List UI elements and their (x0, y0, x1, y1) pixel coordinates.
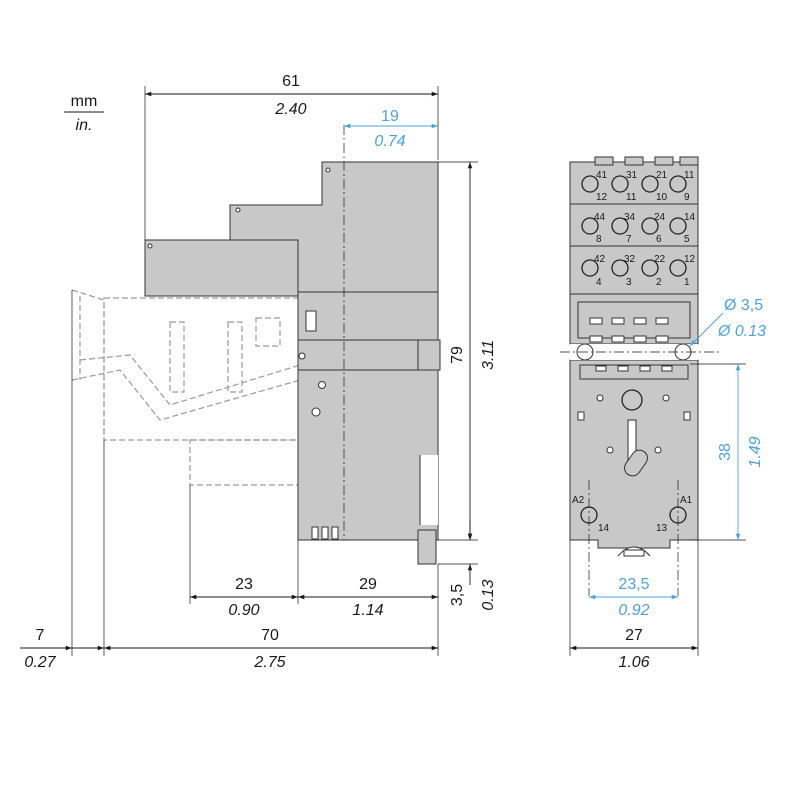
dim-3-11: 3.11 (480, 340, 497, 370)
dim-0-27: 0.27 (24, 654, 56, 671)
relay-ghost-outline (71, 289, 301, 486)
pin-21: 21 (656, 170, 668, 181)
pin-32: 32 (624, 254, 636, 265)
units-legend: mm in. (64, 93, 104, 134)
dim-lower: 23 0.90 29 1.14 (189, 485, 439, 619)
dim-overall: 7 0.27 70 2.75 (20, 290, 439, 671)
pin-row-1: 41 31 21 11 12 11 10 9 (581, 170, 695, 203)
dim-2-75: 2.75 (253, 654, 285, 671)
dim-3-5: 3,5 (449, 584, 466, 606)
dim-hole-spacing-h: 23,5 0.92 (589, 576, 678, 619)
dim-0-90: 0.90 (228, 602, 259, 619)
dim-7: 7 (36, 627, 45, 644)
dim-hole-spacing-v: 38 1.49 (690, 363, 764, 541)
dim-61: 61 (282, 73, 300, 90)
dim-width-total: 61 2.40 (144, 73, 439, 240)
dim-0-13: 0.13 (480, 579, 497, 610)
pin-34: 34 (624, 212, 636, 223)
pin-row-3: 42 32 22 12 4 3 2 1 (581, 254, 696, 288)
dim-dia-0-13: Ø 0.13 (717, 323, 766, 340)
dim-hole-dia: Ø 3,5 Ø 0.13 (689, 297, 766, 347)
pin-22: 22 (654, 254, 666, 265)
dim-79: 79 (449, 346, 466, 364)
dim-70: 70 (261, 627, 279, 644)
pin-44: 44 (594, 212, 606, 223)
pin-2: 2 (656, 277, 662, 288)
dim-29: 29 (359, 576, 377, 593)
pin-42: 42 (594, 254, 606, 265)
unit-mm: mm (71, 93, 98, 110)
pin-4: 4 (596, 277, 602, 288)
socket-body-side (144, 161, 441, 565)
coil-a1: A1 (680, 495, 693, 506)
socket-lower: A2 A1 14 13 (569, 359, 699, 557)
coil-13: 13 (656, 523, 668, 534)
pin-row-2: 44 34 24 14 8 7 6 5 (581, 212, 696, 245)
dim-dia-3-5: Ø 3,5 (724, 297, 763, 314)
pin-12: 12 (596, 192, 608, 203)
dim-width-top: 19 0.74 (344, 108, 438, 150)
dim-38: 38 (717, 443, 734, 461)
dim-0-74: 0.74 (374, 133, 405, 150)
pin-1: 1 (684, 277, 690, 288)
dim-0-92: 0.92 (618, 602, 649, 619)
pin-24: 24 (654, 212, 666, 223)
dim-19: 19 (381, 108, 399, 125)
dim-height: 79 3.11 (438, 161, 497, 541)
dim-2-40: 2.40 (274, 101, 306, 118)
dim-27: 27 (625, 627, 643, 644)
front-view: 41 31 21 11 12 11 10 9 44 34 24 14 8 7 6… (560, 156, 766, 671)
side-view: 61 2.40 19 0.74 79 3.11 3,5 0.13 (20, 73, 497, 671)
dim-rail-offset: 3,5 0.13 (438, 520, 497, 611)
dim-1-49: 1.49 (747, 436, 764, 467)
pin-41: 41 (596, 170, 608, 181)
socket-mid (569, 293, 699, 345)
dim-1-06: 1.06 (618, 654, 649, 671)
pin-3: 3 (626, 277, 632, 288)
dim-23-5: 23,5 (618, 576, 649, 593)
dim-1-14: 1.14 (352, 602, 383, 619)
coil-14: 14 (598, 523, 610, 534)
pin-11: 11 (684, 170, 695, 181)
dim-23: 23 (235, 576, 253, 593)
pin-9: 9 (684, 192, 690, 203)
pin-14: 14 (684, 212, 696, 223)
pin-5: 5 (684, 234, 690, 245)
coil-a2: A2 (572, 495, 585, 506)
pin-12b: 12 (684, 254, 696, 265)
unit-in: in. (76, 117, 93, 134)
dim-front-width: 27 1.06 (569, 540, 699, 671)
pin-31: 31 (626, 170, 638, 181)
pin-11b: 11 (626, 192, 637, 203)
pin-10: 10 (656, 192, 668, 203)
pin-7: 7 (626, 234, 632, 245)
pin-8: 8 (596, 234, 602, 245)
pin-6: 6 (656, 234, 662, 245)
